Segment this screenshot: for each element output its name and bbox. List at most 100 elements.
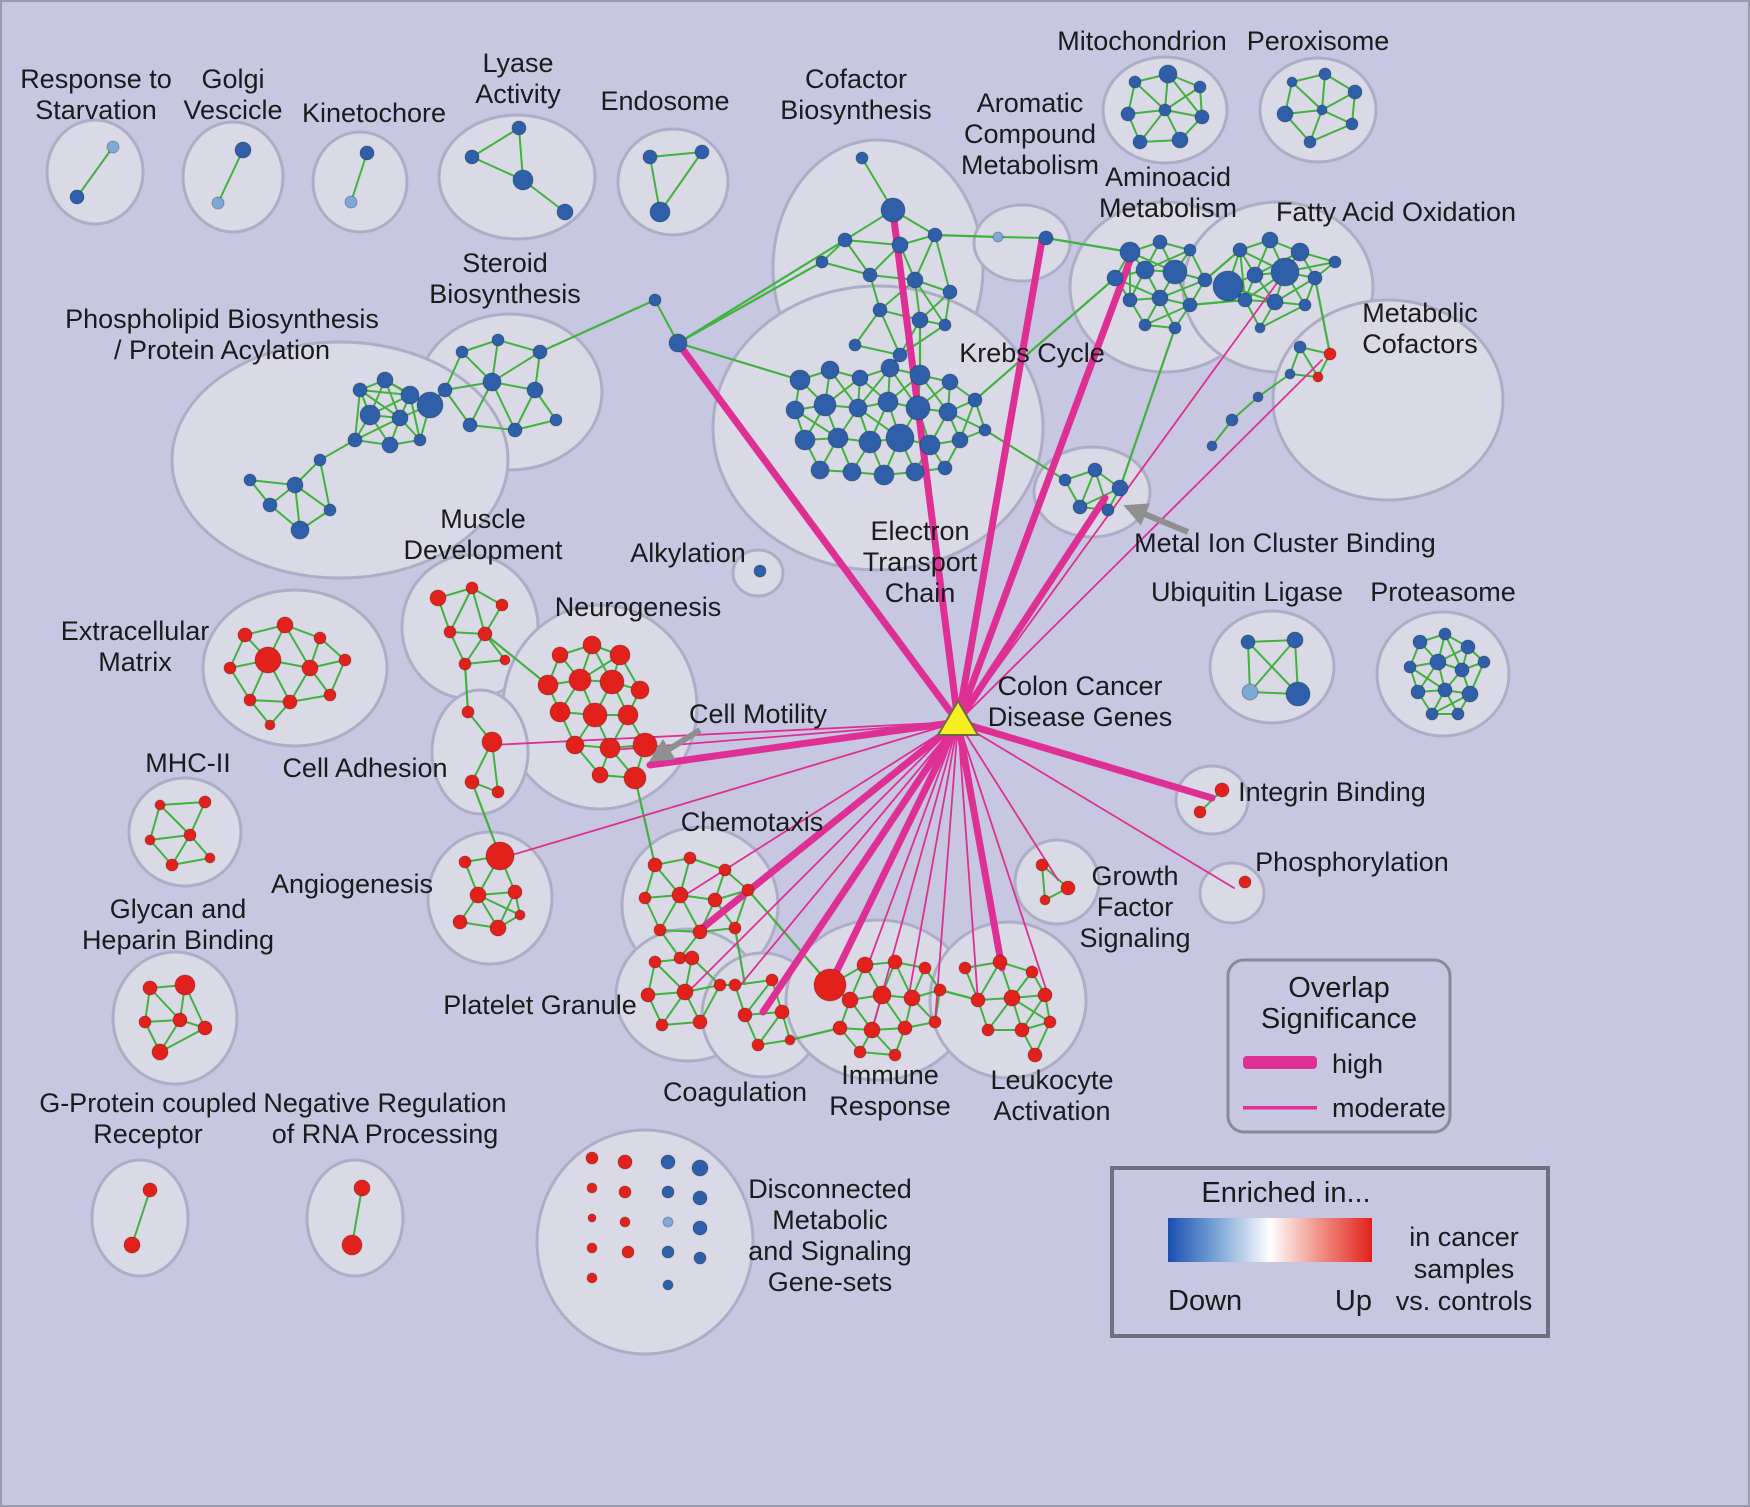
label-line: Heparin Binding: [82, 925, 274, 955]
significance-edge-high: [954, 251, 1136, 726]
cluster-edge: [189, 801, 206, 836]
gene-set-node: [582, 635, 602, 655]
gene-set-node: [262, 497, 278, 513]
gene-set-node: [359, 145, 375, 161]
gene-set-node: [753, 564, 767, 578]
cluster-edge: [461, 339, 499, 353]
label-line: Endosome: [600, 86, 729, 116]
gene-set-node: [1206, 440, 1218, 452]
gene-set-node: [1410, 684, 1426, 700]
gene-set-node: [1106, 269, 1124, 287]
significance-edge-moderate: [957, 721, 1059, 881]
legend-overlap-significance: Overlap Significance high moderate: [1226, 958, 1452, 1134]
gene-set-node: [313, 453, 327, 467]
gene-set-node: [1197, 272, 1213, 288]
gene-set-node: [1460, 639, 1476, 655]
gene-set-node: [1461, 685, 1479, 703]
gene-set-node: [784, 1034, 796, 1046]
cluster-edge: [1164, 86, 1201, 111]
mhc-ii-label: MHC-II: [145, 748, 230, 778]
gene-set-node: [1437, 682, 1453, 698]
gene-set-node: [254, 646, 282, 674]
gene-set-node: [1286, 631, 1304, 649]
label-line: Receptor: [93, 1119, 203, 1149]
inter-cluster-edge: [484, 633, 549, 686]
gene-set-node: [621, 1245, 635, 1259]
gene-set-node: [237, 627, 253, 643]
cluster-edge: [217, 149, 244, 204]
gene-set-node: [1238, 875, 1252, 889]
significance-edge-moderate: [871, 721, 959, 1031]
gene-set-node: [958, 961, 972, 975]
gene-set-node: [290, 520, 310, 540]
phospholipid-biosynthesis-label: Phospholipid Biosynthesis/ Protein Acyla…: [65, 304, 379, 365]
gene-set-node: [1087, 462, 1103, 478]
gene-set-node: [648, 955, 662, 969]
gene-set-node: [789, 369, 811, 391]
gene-set-node: [537, 674, 559, 696]
gene-set-node: [951, 431, 969, 449]
gene-set-node: [813, 393, 837, 417]
label-line: Factor: [1097, 892, 1174, 922]
cluster-edge: [934, 234, 951, 293]
gene-set-node: [660, 1154, 676, 1170]
gene-set-node: [1037, 987, 1053, 1003]
label-line: Signaling: [1079, 923, 1190, 953]
cluster-edge: [359, 389, 401, 419]
gene-set-node: [815, 255, 829, 269]
gene-set-node: [1132, 134, 1148, 150]
cluster-edge: [914, 234, 936, 281]
gene-set-node: [638, 891, 652, 905]
gene-set-node: [1128, 75, 1142, 89]
note-line1: in cancer: [1409, 1222, 1519, 1252]
label-line: MHC-II: [145, 748, 230, 778]
gene-set-node: [918, 961, 932, 975]
inter-cluster-edge: [1118, 327, 1177, 489]
cluster-edge: [131, 1189, 151, 1246]
gene-set-node: [853, 1045, 867, 1059]
gene-set-node: [1193, 805, 1207, 819]
label-line: Cofactors: [1362, 329, 1478, 359]
gene-set-node: [1038, 230, 1054, 246]
gene-set-node: [1345, 117, 1359, 131]
gene-set-node: [928, 1015, 942, 1029]
phosphorylation-label: Phosphorylation: [1255, 847, 1449, 877]
gene-set-node: [1039, 894, 1051, 906]
gene-set-node: [751, 1038, 765, 1052]
significance-edge-high: [826, 718, 962, 989]
cluster-edge: [491, 351, 541, 383]
gene-set-node: [341, 1234, 363, 1256]
inter-cluster-edge: [1189, 298, 1246, 307]
gene-set-node: [1193, 80, 1207, 94]
cluster-edge: [844, 239, 901, 246]
fatty-acid-oxidation-label: Fatty Acid Oxidation: [1276, 197, 1516, 227]
cluster-edge: [1291, 81, 1323, 111]
gene-set-node: [842, 462, 862, 482]
cluster-edge: [1249, 639, 1296, 693]
gene-set-node: [416, 391, 444, 419]
gene-set-node: [693, 1251, 707, 1265]
label-line: Development: [403, 535, 563, 565]
gene-set-node: [1240, 634, 1256, 650]
gene-set-node: [933, 983, 947, 997]
integrin-binding-label: Integrin Binding: [1238, 777, 1426, 807]
cluster-edge: [464, 659, 506, 665]
gene-set-node: [885, 423, 915, 453]
aromatic-compound-metabolism-ellipse: [972, 203, 1072, 283]
significance-edge-moderate: [957, 359, 1323, 723]
inter-cluster-edge: [539, 298, 656, 354]
cluster-edge: [469, 424, 516, 431]
gene-set-node: [276, 616, 294, 634]
gene-set-node: [737, 1007, 753, 1023]
gene-set-node: [144, 834, 156, 846]
gene-set-node: [1171, 131, 1189, 149]
cluster-edge: [159, 801, 206, 806]
label-line: Disconnected: [748, 1174, 912, 1204]
